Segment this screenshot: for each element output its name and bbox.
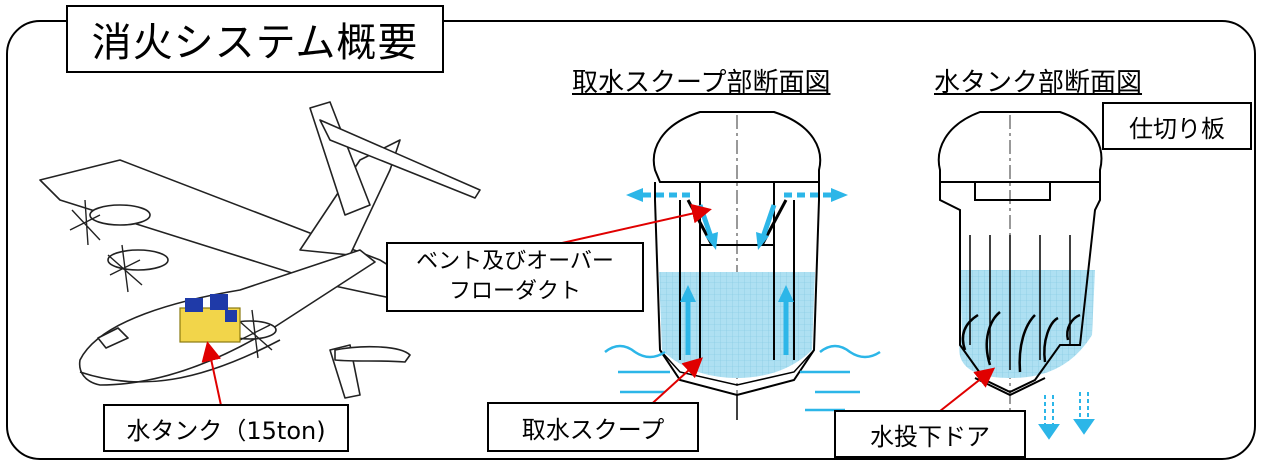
aircraft-illustration bbox=[39, 101, 481, 399]
drop-door-label: 水投下ドア bbox=[834, 410, 1026, 458]
diagram-frame bbox=[6, 20, 1256, 460]
water-drop-arrows bbox=[1038, 392, 1095, 440]
page-title: 消火システム概要 bbox=[66, 5, 444, 73]
scoop-section-diagram bbox=[652, 111, 822, 420]
tank-section-diagram bbox=[937, 111, 1103, 415]
tank-section-heading: 水タンク部断面図 bbox=[934, 68, 1143, 98]
water-tank-icon bbox=[179, 294, 241, 343]
water-surface-waves bbox=[604, 344, 881, 412]
pointer-lines bbox=[201, 203, 996, 416]
partition-label: 仕切り板 bbox=[1102, 102, 1252, 150]
vent-overflow-duct-label: ベント及びオーバー フローダクト bbox=[386, 242, 644, 312]
vent-label-line2: フローダクト bbox=[448, 279, 581, 304]
water-tank-label: 水タンク（15ton) bbox=[103, 404, 349, 452]
scoop-section-heading: 取水スクープ部断面図 bbox=[572, 68, 831, 98]
vent-label-line1: ベント及びオーバー bbox=[416, 249, 614, 274]
scoop-label: 取水スクープ bbox=[487, 402, 699, 452]
